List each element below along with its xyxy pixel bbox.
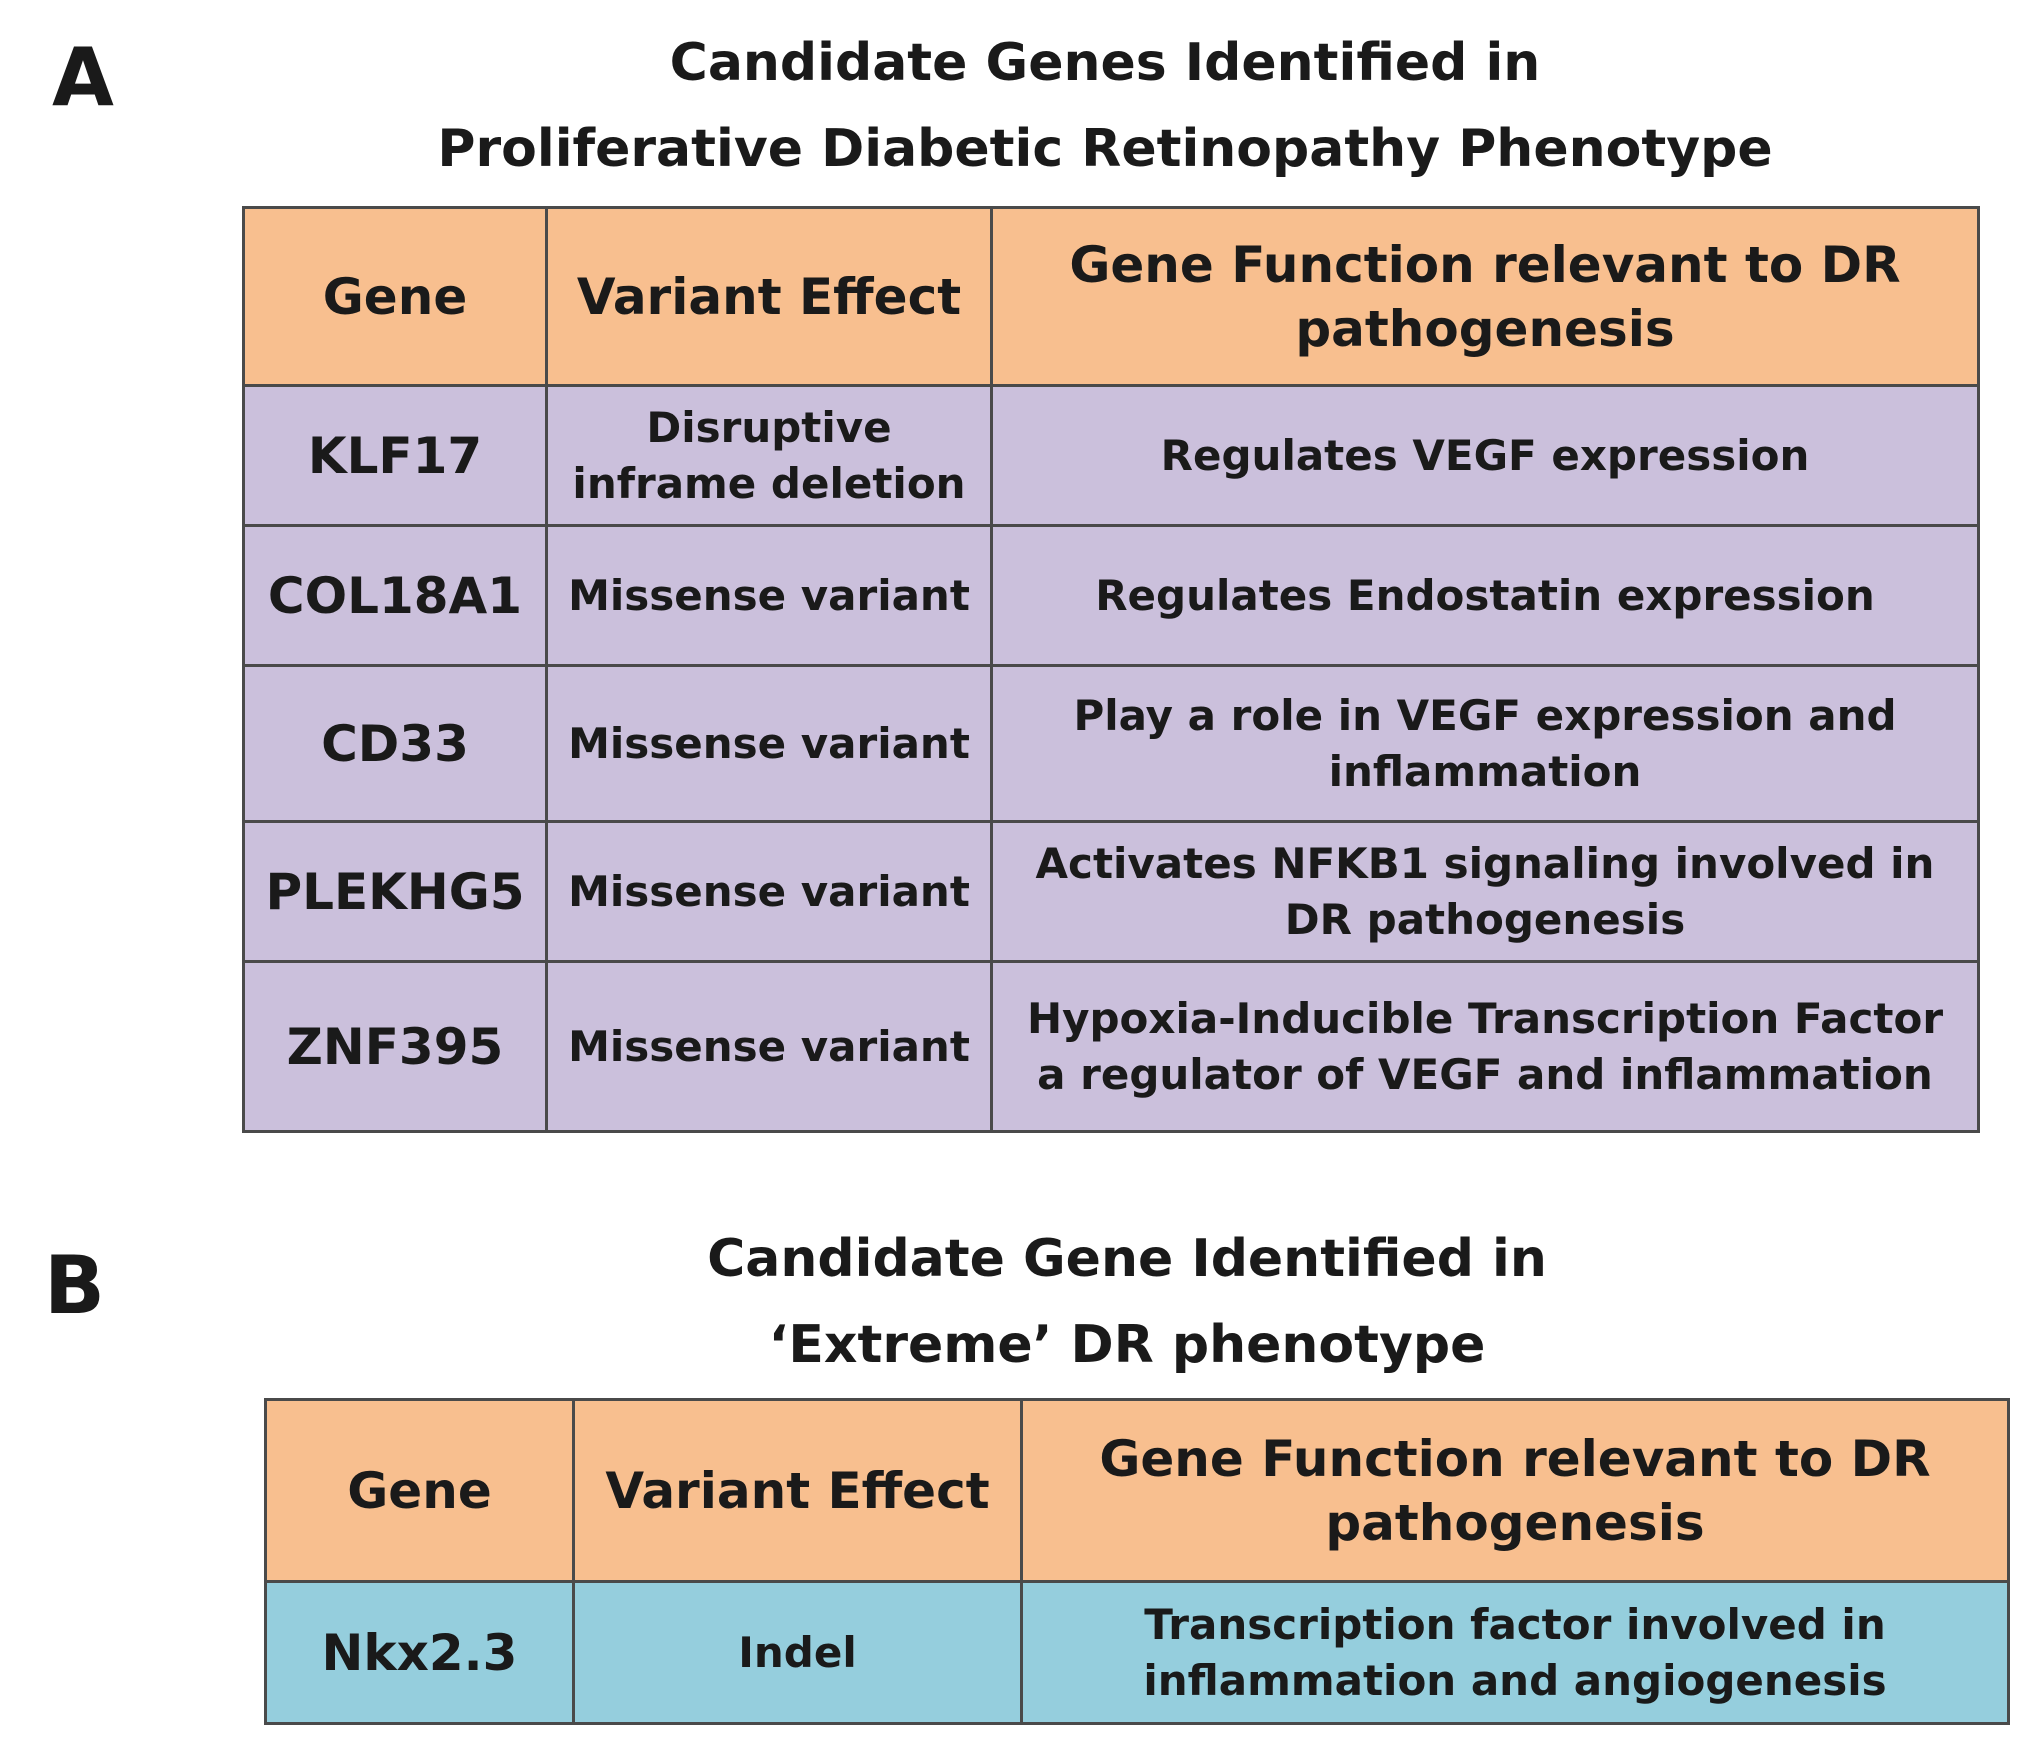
- variant-effect-cell: Missense variant: [545, 960, 993, 1133]
- panel-a-gene-table: Gene Variant Effect Gene Function releva…: [242, 206, 1980, 1133]
- gene-function-cell: Hypoxia-Inducible Transcription Factor a…: [990, 960, 1980, 1133]
- header-gene: Gene: [264, 1398, 575, 1583]
- variant-effect-cell: Disruptive inframe deletion: [545, 384, 993, 527]
- variant-effect-line: inframe deletion: [572, 458, 966, 508]
- gene-function-cell: Activates NFKB1 signaling involved in DR…: [990, 820, 1980, 963]
- header-gene-function: Gene Function relevant to DR pathogenesi…: [1020, 1398, 2010, 1583]
- panel-b-letter: B: [44, 1239, 105, 1332]
- panel-a-title: Candidate Genes Identified in Proliferat…: [240, 20, 1970, 192]
- variant-effect-cell: Indel: [572, 1580, 1023, 1725]
- table-row: Nkx2.3 Indel Transcription factor involv…: [264, 1580, 2010, 1725]
- table-header-row: Gene Variant Effect Gene Function releva…: [264, 1398, 2010, 1583]
- gene-cell: PLEKHG5: [242, 820, 548, 963]
- gene-cell: Nkx2.3: [264, 1580, 575, 1725]
- variant-effect-line: Indel: [738, 1627, 857, 1677]
- panel-b-title-line-1: Candidate Gene Identified in: [707, 1229, 1547, 1289]
- header-gene-function-line-2: DR pathogenesis: [1295, 235, 1901, 358]
- table-row: KLF17 Disruptive inframe deletion Regula…: [242, 384, 1980, 527]
- variant-effect-line: Missense variant: [568, 1021, 970, 1071]
- header-gene-function: Gene Function relevant to DR pathogenesi…: [990, 206, 1980, 387]
- variant-effect-line: Missense variant: [568, 570, 970, 620]
- panel-b-title: Candidate Gene Identified in ‘Extreme’ D…: [262, 1216, 1992, 1388]
- gene-cell: KLF17: [242, 384, 548, 527]
- gene-function-line: Regulates Endostatin expression: [1095, 570, 1875, 620]
- header-gene-function-line-1: Gene Function relevant to: [1069, 235, 1804, 294]
- gene-function-cell: Regulates Endostatin expression: [990, 524, 1980, 667]
- table-row: CD33 Missense variant Play a role in VEG…: [242, 664, 1980, 823]
- gene-function-cell: Regulates VEGF expression: [990, 384, 1980, 527]
- table-row: COL18A1 Missense variant Regulates Endos…: [242, 524, 1980, 667]
- header-variant-effect: Variant Effect: [572, 1398, 1023, 1583]
- panel-a-title-line-1: Candidate Genes Identified in: [669, 33, 1541, 93]
- gene-function-line: inflammation and angiogenesis: [1143, 1655, 1887, 1705]
- gene-function-cell: Play a role in VEGF expression and infla…: [990, 664, 1980, 823]
- table-row: ZNF395 Missense variant Hypoxia-Inducibl…: [242, 960, 1980, 1133]
- gene-function-line: inflammation: [1328, 746, 1642, 796]
- header-gene: Gene: [242, 206, 548, 387]
- table-header-row: Gene Variant Effect Gene Function releva…: [242, 206, 1980, 387]
- table-row: PLEKHG5 Missense variant Activates NFKB1…: [242, 820, 1980, 963]
- variant-effect-line: Disruptive: [646, 402, 892, 452]
- variant-effect-cell: Missense variant: [545, 664, 993, 823]
- panel-a-title-line-2: Proliferative Diabetic Retinopathy Pheno…: [437, 119, 1773, 179]
- variant-effect-cell: Missense variant: [545, 524, 993, 667]
- gene-function-line: a regulator of VEGF and inflammation: [1037, 1049, 1933, 1099]
- gene-cell: COL18A1: [242, 524, 548, 667]
- panel-a-letter: A: [52, 31, 114, 124]
- gene-function-line: Activates NFKB1 signaling involved in: [1035, 838, 1935, 888]
- gene-function-line: Regulates VEGF expression: [1160, 430, 1810, 480]
- gene-cell: CD33: [242, 664, 548, 823]
- gene-function-line: Transcription factor involved in: [1144, 1599, 1886, 1649]
- panel-b-gene-table: Gene Variant Effect Gene Function releva…: [264, 1398, 2010, 1725]
- variant-effect-line: Missense variant: [568, 718, 970, 768]
- header-gene-function-line-1: Gene Function relevant to: [1099, 1429, 1834, 1488]
- header-gene-function-line-2: DR pathogenesis: [1325, 1429, 1931, 1552]
- gene-function-line: DR pathogenesis: [1284, 894, 1686, 944]
- gene-function-cell: Transcription factor involved in inflamm…: [1020, 1580, 2010, 1725]
- variant-effect-line: Missense variant: [568, 866, 970, 916]
- variant-effect-cell: Missense variant: [545, 820, 993, 963]
- header-variant-effect: Variant Effect: [545, 206, 993, 387]
- gene-function-line: Play a role in VEGF expression and: [1073, 690, 1897, 740]
- gene-cell: ZNF395: [242, 960, 548, 1133]
- gene-function-line: Hypoxia-Inducible Transcription Factor: [1026, 993, 1944, 1043]
- panel-b-title-line-2: ‘Extreme’ DR phenotype: [768, 1315, 1486, 1375]
